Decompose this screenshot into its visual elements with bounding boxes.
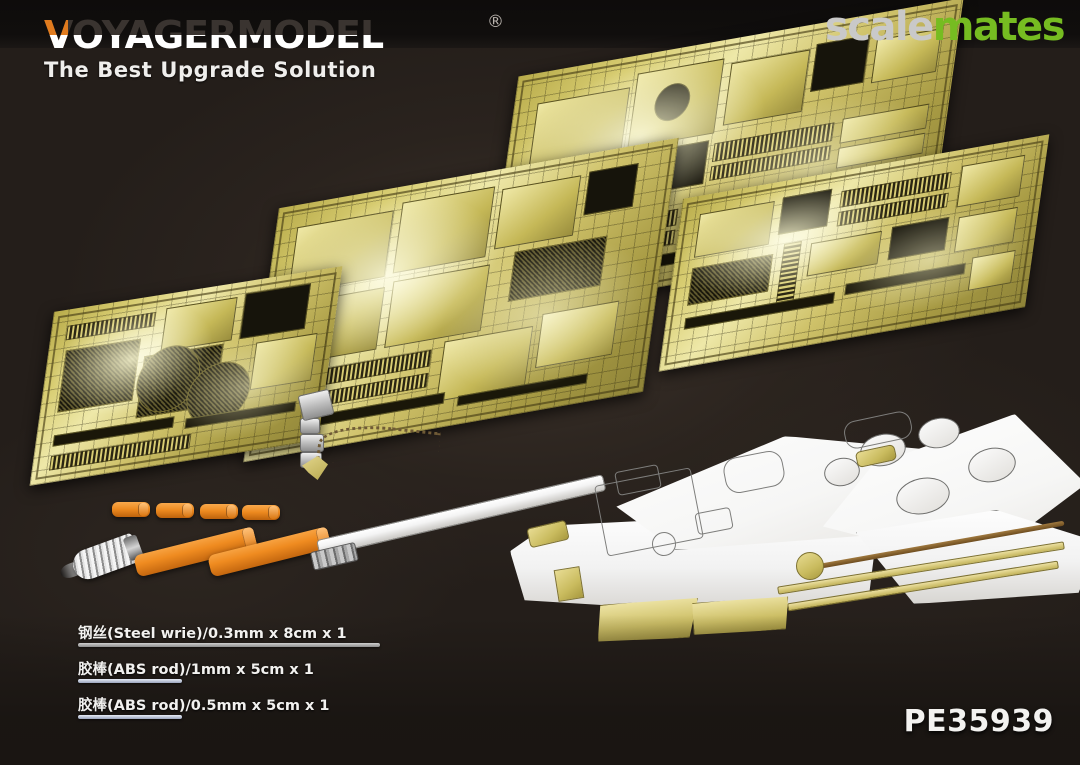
abs-rod-stub bbox=[112, 502, 150, 517]
abs-rod-stub bbox=[200, 504, 238, 519]
tow-chain bbox=[316, 419, 441, 474]
abs-rod-stub bbox=[156, 503, 194, 518]
content-rule-abs-rod-1mm bbox=[78, 679, 182, 683]
barrel-collar bbox=[297, 388, 335, 422]
detail-clamp bbox=[300, 434, 324, 452]
voyager-logo-orange-v: VOYAGERMODEL bbox=[44, 14, 68, 56]
tank-destroyer-model bbox=[297, 388, 1080, 660]
voyager-model-logo: VOYAGERMODEL VOYAGERMODEL VOYAGERMODEL V… bbox=[44, 14, 514, 56]
abs-rod-stub bbox=[242, 505, 280, 520]
content-rule-steel-wire bbox=[78, 643, 380, 647]
product-code: PE35939 bbox=[903, 704, 1054, 739]
scalemates-watermark: scalemates bbox=[824, 4, 1066, 50]
registered-trademark-icon: ® bbox=[487, 12, 504, 32]
scalemates-mates-text: mates bbox=[932, 4, 1066, 50]
brand-tagline: The Best Upgrade Solution bbox=[44, 58, 377, 82]
content-item-abs-rod-05mm: 胶棒(ABS rod)/0.5mm x 5cm x 1 bbox=[78, 698, 330, 714]
voyager-logo-text-shadow: VOYAGERMODEL bbox=[44, 13, 384, 57]
mantlet-pe-plate bbox=[553, 566, 585, 602]
content-item-steel-wire: 钢丝(Steel wrie)/0.3mm x 8cm x 1 bbox=[78, 626, 347, 642]
content-item-abs-rod-1mm: 胶棒(ABS rod)/1mm x 5cm x 1 bbox=[78, 662, 314, 678]
content-rule-abs-rod-05mm bbox=[78, 715, 182, 719]
scalemates-scale-text: scale bbox=[824, 4, 934, 50]
bottom-fade bbox=[0, 615, 1080, 765]
pe-bracket bbox=[796, 552, 824, 580]
voyager-logo-text: VOYAGERMODEL bbox=[44, 13, 384, 57]
